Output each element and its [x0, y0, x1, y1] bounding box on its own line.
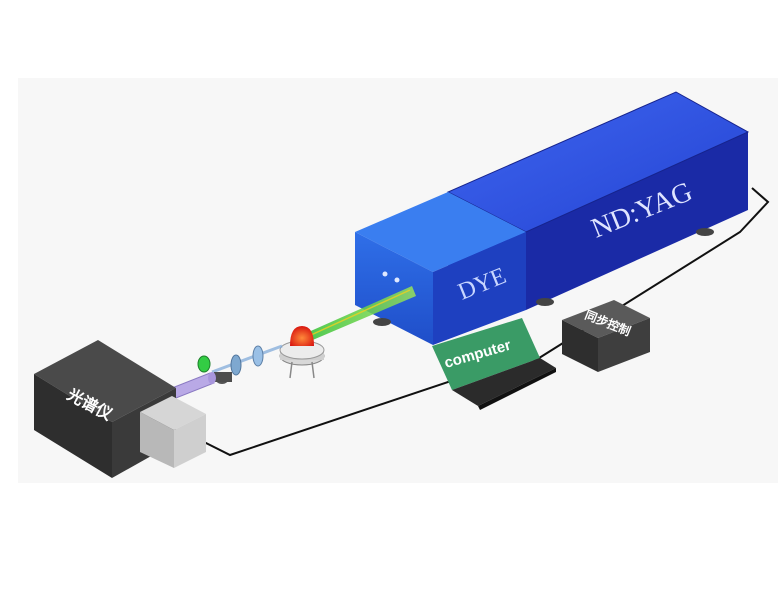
sync-cable	[519, 187, 770, 371]
sync-controller	[562, 300, 650, 372]
computer-keyboard	[432, 318, 556, 410]
dye-laser	[355, 192, 526, 345]
spectrometer	[34, 340, 206, 478]
sample-burner	[279, 326, 325, 379]
collection-optics	[197, 344, 283, 384]
